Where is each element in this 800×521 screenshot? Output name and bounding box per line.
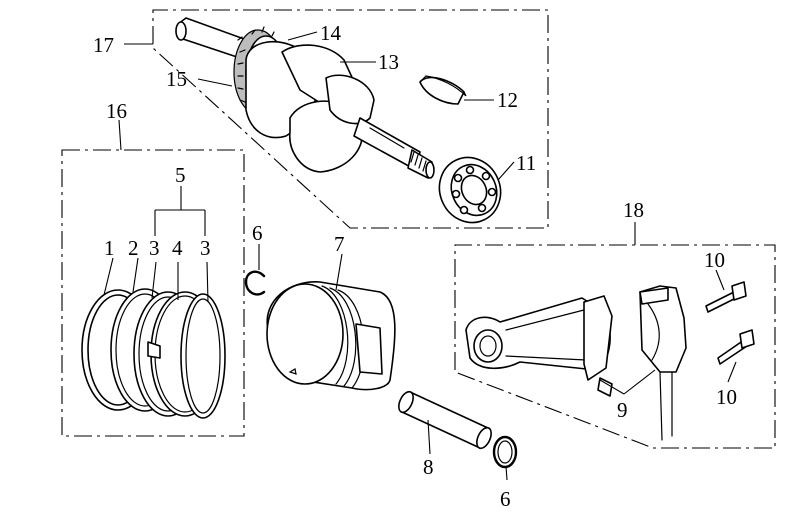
connecting-rod [465,285,687,441]
callout-9: 9 [617,398,628,422]
leader-lines [103,31,737,481]
callout-8: 8 [423,455,434,479]
callout-6-lower: 6 [500,487,511,511]
callout-10-upper: 10 [704,248,725,272]
crankshaft-assembly-frame [152,9,549,229]
piston-ring-set [81,288,226,419]
circlip-upper [244,270,266,296]
callout-10-lower: 10 [716,385,737,409]
callout-14: 14 [320,21,342,45]
callout-13: 13 [378,50,399,74]
callout-labels: 17 14 13 15 12 11 16 5 1 2 3 4 3 6 7 18 … [93,21,737,511]
rod-bolt-upper [705,281,747,313]
callout-5: 5 [175,163,186,187]
callout-3-left: 3 [149,236,160,260]
circlip-lower [492,435,518,469]
piston-pin [398,390,492,450]
callout-15: 15 [166,67,187,91]
callout-7: 7 [334,232,345,256]
piston [266,281,396,391]
callout-12: 12 [497,88,518,112]
callout-1: 1 [104,236,115,260]
callout-6-upper: 6 [252,221,263,245]
callout-3-right: 3 [200,236,211,260]
callout-2: 2 [128,236,139,260]
connecting-rod-assembly-frame [454,244,776,449]
callout-18: 18 [623,198,644,222]
callout-4: 4 [172,236,183,260]
crankshaft-drawing [175,17,435,179]
callout-11: 11 [516,151,536,175]
callout-16: 16 [106,99,127,123]
woodruff-key [419,75,467,105]
callout-17: 17 [93,33,114,57]
ring-kit-frame [61,149,245,437]
ball-bearing [438,156,502,224]
rod-bolt-lower [717,329,755,365]
